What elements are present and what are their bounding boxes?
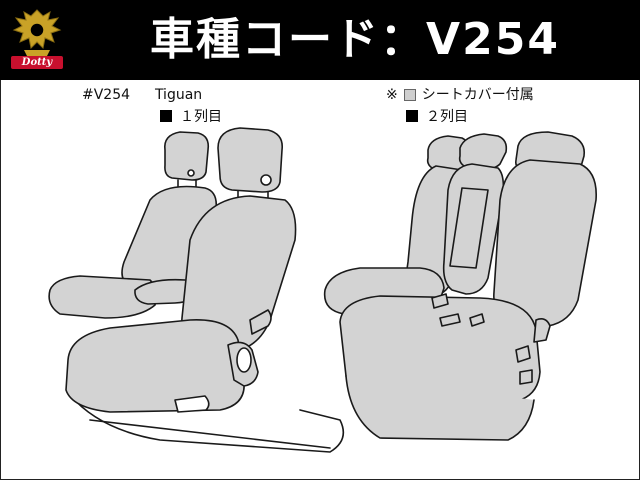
grey-square-icon <box>403 89 416 101</box>
rear-row-label: ２列目 <box>426 109 468 125</box>
model-line: #V254 Tiguan <box>82 86 202 104</box>
page-title: 車種コード：V254 <box>150 14 560 65</box>
rear-row-heading: ２列目 <box>406 108 468 126</box>
seatbelt-buckle <box>469 313 485 327</box>
front-row-label: １列目 <box>180 109 222 125</box>
note-text: シートカバー付属 <box>421 87 534 103</box>
black-square-icon <box>160 110 172 122</box>
seatbelt-buckle <box>519 369 533 385</box>
rear-back-center <box>442 163 505 295</box>
right-headrest <box>217 127 284 193</box>
rear-headrest-center <box>458 133 508 171</box>
model-code: #V254 <box>82 87 131 103</box>
left-headrest <box>163 131 210 181</box>
left-seat-cushion <box>48 275 158 319</box>
seatbelt-buckle <box>515 345 531 363</box>
front-row-heading: １列目 <box>160 108 222 126</box>
seatbelt-buckle <box>431 293 449 309</box>
rear-back-right <box>493 159 597 327</box>
height-lever <box>174 395 210 413</box>
dotty-logo-label: Dotty <box>11 56 63 69</box>
seatbelt-buckle <box>439 313 461 327</box>
front-seat-illustration <box>48 127 345 453</box>
model-name: Tiguan <box>154 87 203 103</box>
recline-lever <box>249 309 272 335</box>
right-seat-cushion <box>65 319 245 413</box>
rear-seat-illustration <box>323 131 597 441</box>
side-latch <box>533 318 551 343</box>
black-square-icon <box>406 110 418 122</box>
note-mark: ※ <box>386 87 398 103</box>
title-banner: Dotty 車種コード：V254 <box>0 0 640 80</box>
front-seat-base-frame <box>69 394 345 453</box>
cover-note: ※ シートカバー付属 <box>386 86 534 104</box>
front-seat-rail <box>89 419 331 449</box>
rear-back-center-slot <box>449 187 489 269</box>
rear-cushion-front-panel <box>345 375 535 441</box>
